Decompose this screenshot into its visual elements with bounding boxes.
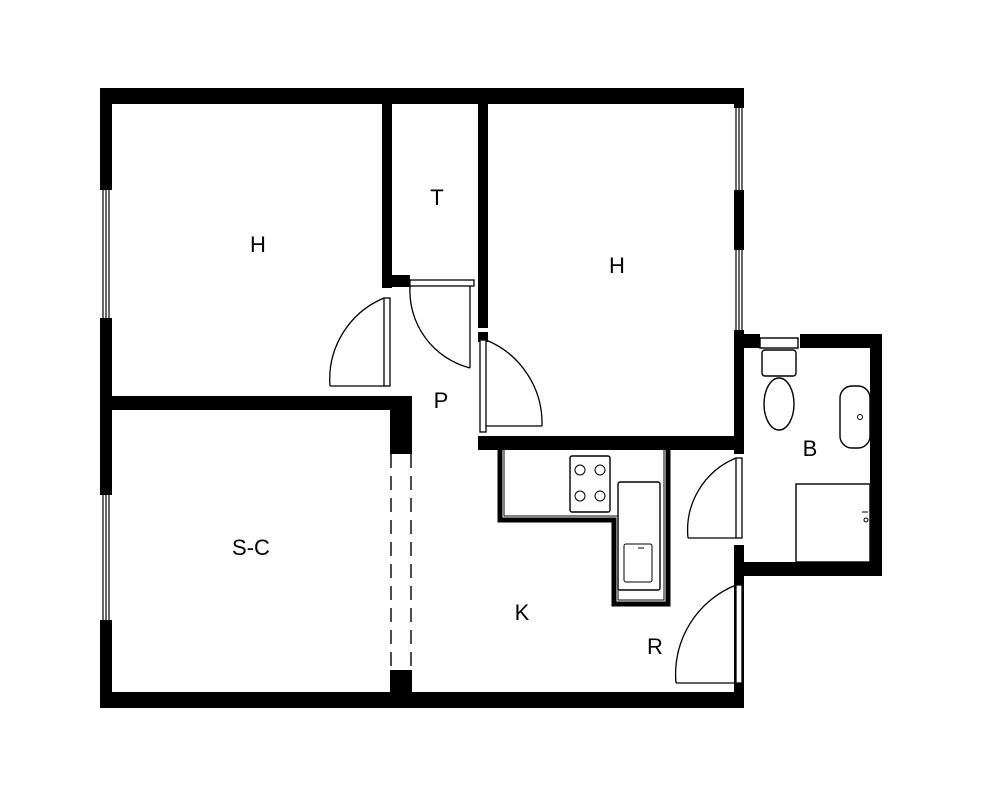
top-wall <box>100 88 744 104</box>
bath-wall-right <box>870 334 882 576</box>
window-right-upper <box>734 108 744 190</box>
window-left-upper <box>100 190 112 318</box>
room-label-bedroom-left: H <box>250 232 266 257</box>
door-bedroom-right[interactable] <box>479 339 543 433</box>
stove-icon <box>569 455 611 513</box>
wall-bedroom-closet <box>382 100 392 288</box>
wall-bedroom-living <box>108 396 412 410</box>
room-label-entrance: R <box>647 634 663 659</box>
wall-pillar-upper <box>390 396 412 454</box>
room-label-hallway: P <box>434 388 449 413</box>
bath-wall-bottom <box>734 562 882 576</box>
door-bedroom-left[interactable] <box>329 297 391 387</box>
wall-bedroom-door-jamb <box>478 332 488 342</box>
room-label-closet: T <box>430 185 443 210</box>
room-label-bathroom: B <box>803 436 818 461</box>
window-right-middle <box>734 250 744 330</box>
window-left-lower <box>100 495 112 620</box>
wall-closet-stub <box>382 275 410 287</box>
room-label-living-room: S-C <box>232 535 270 560</box>
right-wall-upper <box>734 88 744 338</box>
bath-wall-top-right <box>800 334 882 348</box>
bathtub-icon <box>795 483 871 563</box>
door-closet[interactable] <box>409 279 475 369</box>
open-partition <box>390 454 412 670</box>
kitchen-sink-icon <box>617 481 661 591</box>
wall-pillar-lower <box>390 670 412 700</box>
door-bathroom[interactable] <box>686 457 743 539</box>
room-label-bedroom-right: H <box>609 253 625 278</box>
wall-closet-bedroom <box>478 100 488 328</box>
door-entrance[interactable] <box>674 584 743 684</box>
room-label-kitchen: K <box>515 600 530 625</box>
interior-walls <box>108 100 882 700</box>
wall-bedroom-kitchen <box>478 436 744 450</box>
bath-wall-left-upper <box>734 334 744 454</box>
bottom-wall <box>100 692 744 708</box>
bathroom-sink-icon <box>839 385 871 449</box>
toilet-icon <box>759 337 799 431</box>
